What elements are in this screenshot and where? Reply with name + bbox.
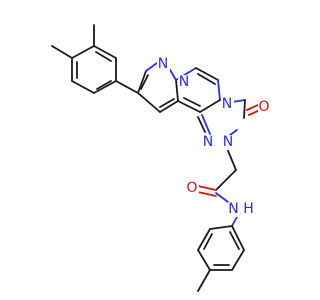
bond-pyrazole-4 (175, 79, 179, 102)
bond-methyl-b (51, 45, 73, 59)
bond-aryl2-2 (197, 228, 211, 251)
atom-amide-o: O (186, 180, 199, 196)
bond-triazole-2 (243, 99, 246, 119)
bond-pyrazole-3 (168, 67, 177, 81)
atom-label-n5: N (223, 134, 233, 150)
atom-triazole-n-bottom: N (222, 134, 235, 150)
bond-amide-carbonyl-2 (197, 191, 217, 197)
chemical-structure-diagram: N N N N N O O N H (51, 24, 271, 292)
atom-triazole-n-right: N (221, 96, 234, 112)
bond-aryl1-6 (93, 45, 117, 59)
bond-pyrazole-5 (159, 100, 179, 113)
bond-pyrazine-double-2 (183, 97, 201, 107)
bond-aryl2-3 (197, 249, 211, 271)
bond-pyrazine-5 (177, 100, 201, 113)
bond-pyrazole-6 (137, 92, 161, 113)
bond-aryl1-3 (71, 80, 95, 94)
bond-pyrazine-double-1 (197, 73, 216, 85)
atom-label-n1: N (158, 56, 168, 72)
bond-pyrazole-1 (137, 70, 147, 94)
bond-carbonyl-1 (246, 104, 259, 111)
bond-chain-2 (215, 169, 237, 191)
bond-aryl1-1 (71, 45, 95, 59)
bond-pyrazole-double-2 (159, 98, 175, 108)
atom-label-o1: O (258, 99, 269, 115)
atom-label-n4: N (203, 134, 213, 150)
atom-label-nh: N H (228, 201, 253, 217)
bond-aryl2-6 (231, 225, 245, 251)
bond-aryl1-4 (93, 80, 117, 94)
bond-pyrazine-4 (199, 99, 221, 113)
bond-aryl2-double-3 (229, 231, 240, 250)
bond-aryl2-double-1 (203, 233, 213, 250)
bond-aryl2-1 (209, 225, 233, 230)
bond-methyl-c (197, 269, 211, 292)
atom-label-n2: N (179, 74, 189, 90)
bond-pyrazole-double-1 (140, 74, 149, 90)
bond-triazole-double-1 (197, 116, 206, 133)
bond-pyrazole-2 (145, 62, 158, 72)
bond-aryl-pyrazole (115, 80, 139, 94)
atom-pyrazole-n-top: N (157, 56, 170, 72)
bond-pyrazine-3 (217, 79, 221, 101)
bond-triazole-4 (201, 114, 211, 135)
atom-label-o2: O (186, 180, 197, 196)
bond-amide-carbonyl-1 (197, 185, 217, 191)
bond-aryl1-double-2 (96, 80, 112, 90)
atom-triazole-n-left: N (202, 134, 215, 150)
bond-layer (51, 24, 261, 292)
atom-amide-nh: N H (228, 201, 254, 217)
atom-triazolone-o: O (258, 99, 271, 115)
bond-aryl2-5 (231, 249, 245, 271)
atom-bridge-n: N (178, 74, 191, 90)
bond-aryl1-double-3 (95, 51, 112, 62)
bond-pyrazine-2 (195, 67, 219, 81)
atom-label-layer: N N N N N O O N H (157, 56, 271, 217)
atom-label-n3: N (222, 96, 232, 112)
